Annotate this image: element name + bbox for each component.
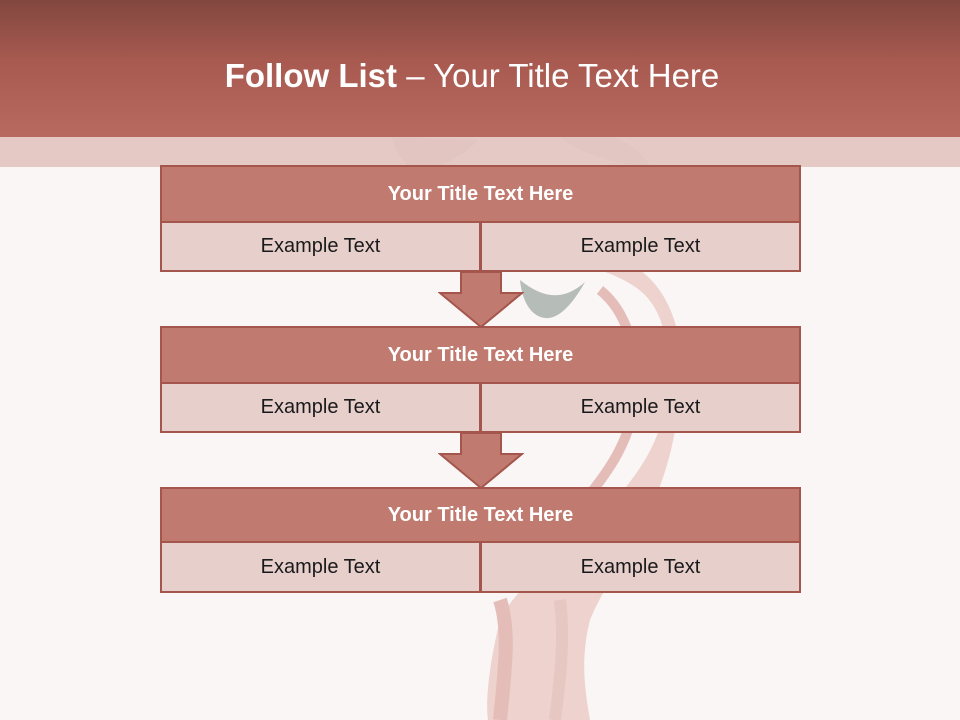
- list-block-1: Your Title Text Here Example Text Exampl…: [160, 165, 801, 272]
- block-title: Your Title Text Here: [160, 165, 801, 223]
- down-arrow-icon: [438, 271, 524, 329]
- header-band: [0, 137, 960, 167]
- block-cell-right: Example Text: [480, 541, 801, 593]
- slide-title: Follow List – Your Title Text Here: [0, 54, 944, 98]
- down-arrow-icon: [438, 432, 524, 490]
- block-title: Your Title Text Here: [160, 326, 801, 384]
- block-title: Your Title Text Here: [160, 487, 801, 543]
- header-bar: [0, 0, 960, 137]
- block-cell-right: Example Text: [480, 221, 801, 272]
- list-block-3: Your Title Text Here Example Text Exampl…: [160, 487, 801, 593]
- block-cell-right: Example Text: [480, 382, 801, 433]
- block-cell-left: Example Text: [160, 541, 481, 593]
- slide-title-strong: Follow List: [224, 57, 407, 94]
- slide-title-rest: – Your Title Text Here: [406, 57, 720, 94]
- block-cell-left: Example Text: [160, 382, 481, 433]
- block-cell-left: Example Text: [160, 221, 481, 272]
- list-block-2: Your Title Text Here Example Text Exampl…: [160, 326, 801, 433]
